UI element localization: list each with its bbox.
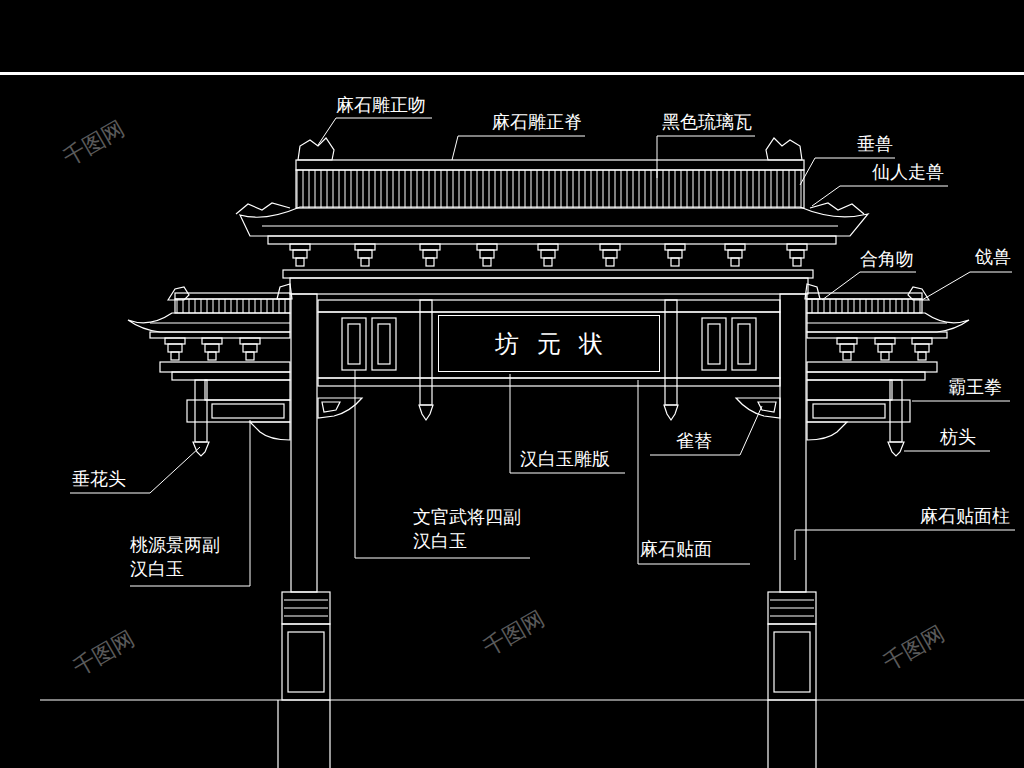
callout-label: 合角吻 [860, 248, 914, 270]
callout-label: 麻石贴面柱 [920, 505, 1010, 527]
callout-label: 桃源景两副 汉白玉 [130, 533, 230, 581]
callout-label: 垂花头 [72, 468, 126, 490]
callout-label: 麻石雕正脊 [492, 111, 582, 133]
callout-label: 文官武将四副 汉白玉 [413, 505, 528, 553]
watermark: 千图网 [480, 607, 548, 659]
watermark: 千图网 [880, 622, 948, 674]
watermark: 千图网 [60, 117, 128, 169]
callout-label: 垂兽 [857, 133, 893, 155]
callout-label: 仙人走兽 [872, 161, 944, 183]
callout-label: 雀替 [676, 430, 712, 452]
plaque-text: 坊元状 [477, 328, 621, 360]
callout-label: 黑色琉璃瓦 [662, 111, 752, 133]
callout-label: 麻石雕正吻 [336, 94, 426, 116]
callout-label: 汉白玉雕版 [520, 448, 610, 470]
watermark: 千图网 [70, 627, 138, 679]
callout-label: 霸王拳 [948, 376, 1002, 398]
callout-label: 戗兽 [975, 246, 1011, 268]
callout-label: 麻石贴面 [640, 538, 712, 560]
name-plaque: 坊元状 [438, 315, 660, 372]
callout-label: 枋头 [940, 426, 976, 448]
